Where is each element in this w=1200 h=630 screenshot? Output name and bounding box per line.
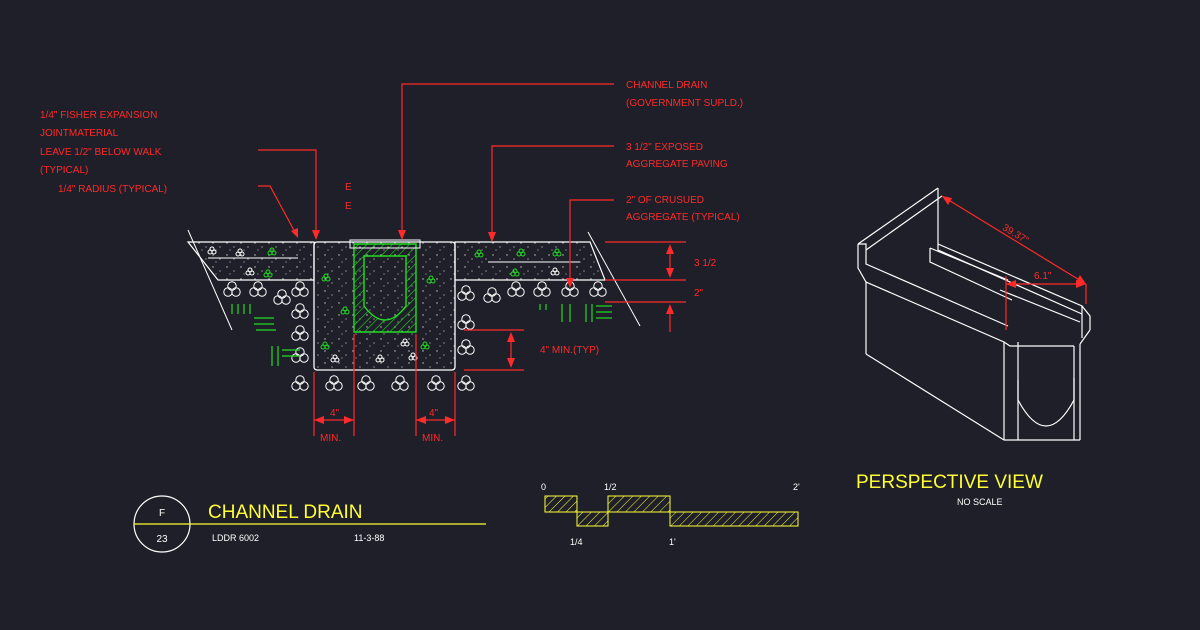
green-fill-lines	[231, 304, 612, 366]
scale-label-quarter: 1/4	[570, 537, 583, 547]
dim-right-width: 4"	[429, 408, 439, 419]
scale-label-0: 0	[541, 482, 546, 492]
perspective-width-dim: 6.1"	[1034, 271, 1052, 282]
right-walk-slab	[454, 241, 606, 281]
perspective-arrowheads	[942, 196, 1086, 288]
drawing-date: 11-3-88	[354, 533, 384, 543]
callout-e2: E	[345, 201, 352, 212]
dim-paving-depth: 3 1/2	[694, 258, 717, 269]
dim-min-typ: 4" MIN.(TYP)	[540, 345, 599, 356]
perspective-title: PERSPECTIVE VIEW	[856, 472, 1043, 493]
detail-letter: F	[159, 508, 165, 519]
perspective-dimensions	[941, 195, 1087, 330]
sheet-number: 23	[156, 534, 168, 545]
callout-drain-2: (GOVERNMENT SUPLD.)	[626, 98, 743, 109]
dim-left-width: 4"	[330, 408, 340, 419]
concrete-encasement	[313, 241, 456, 371]
scale-label-half: 1/2	[604, 482, 617, 492]
section-view	[186, 229, 641, 391]
scale-label-2ft: 2'	[793, 482, 800, 492]
arrowheads	[291, 228, 674, 424]
perspective-subtitle: NO SCALE	[957, 497, 1003, 507]
channel-drain-body	[353, 243, 417, 333]
dim-gravel-depth: 2"	[694, 288, 704, 299]
callout-fisher-3: LEAVE 1/2" BELOW WALK	[40, 147, 162, 158]
callout-fisher-1: 1/4" FISHER EXPANSION	[40, 110, 157, 121]
callout-crushed-1: 2" OF CRUSUED	[626, 195, 704, 206]
detail-title: CHANNEL DRAIN	[208, 502, 363, 523]
drawing-id: LDDR 6002	[212, 533, 259, 543]
callout-fisher-4: (TYPICAL)	[40, 165, 88, 176]
callout-paving-1: 3 1/2" EXPOSED	[626, 142, 703, 153]
perspective-drawing	[857, 187, 1091, 441]
callout-fisher-2: JOINTMATERIAL	[40, 128, 119, 139]
dim-right-min: MIN.	[422, 433, 443, 444]
scale-bar: 0 1/2 2' 1/4 1'	[541, 482, 800, 547]
scale-label-1ft: 1'	[669, 537, 676, 547]
dim-left-min: MIN.	[320, 433, 341, 444]
callout-drain-1: CHANNEL DRAIN	[626, 80, 707, 91]
title-block: F 23 CHANNEL DRAIN LDDR 6002 11-3-88	[133, 495, 486, 553]
callout-crushed-2: AGGREGATE (TYPICAL)	[626, 212, 740, 223]
callout-e1: E	[345, 182, 352, 193]
callout-radius: 1/4" RADIUS (TYPICAL)	[58, 184, 167, 195]
callout-paving-2: AGGREGATE PAVING	[626, 159, 728, 170]
